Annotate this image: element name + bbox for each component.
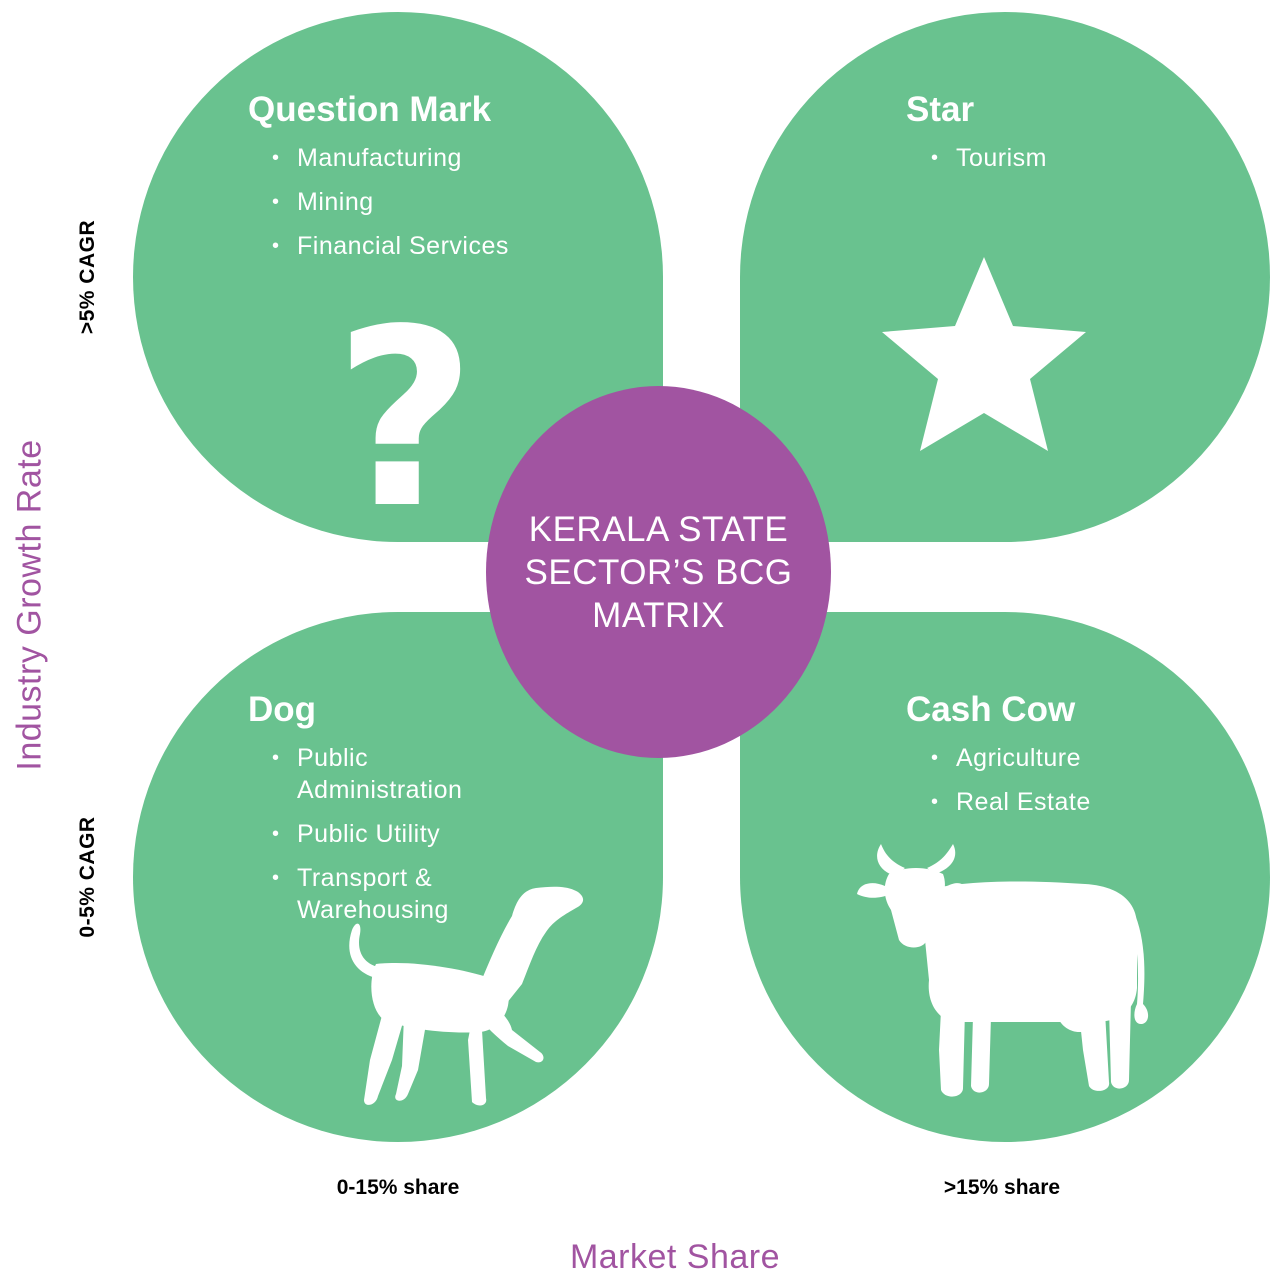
center-circle: KERALA STATE SECTOR’S BCG MATRIX [486, 386, 831, 758]
x-axis-title: Market Share [569, 1238, 781, 1276]
star-title: Star [906, 90, 975, 129]
svg-text:?: ? [334, 312, 476, 512]
star-icon [882, 257, 1086, 451]
star-quadrant [740, 12, 1270, 542]
star-list: Tourism [931, 142, 1047, 186]
cash-cow-quadrant [740, 612, 1270, 1142]
list-item: Mining [272, 186, 509, 218]
center-title: KERALA STATE SECTOR’S BCG MATRIX [524, 509, 793, 635]
list-item: Manufacturing [272, 142, 509, 174]
y-axis-low-label: 0-5% CAGR [76, 816, 99, 938]
dog-icon [349, 886, 584, 1106]
y-axis-high-label: >5% CAGR [76, 219, 99, 335]
list-item: Public Utility [272, 818, 512, 850]
y-axis-title: Industry Growth Rate [10, 439, 49, 771]
question-mark-title: Question Mark [248, 90, 492, 129]
dog-title: Dog [248, 690, 317, 729]
question-mark-list: Manufacturing Mining Financial Services [272, 142, 509, 274]
cow-icon [857, 844, 1149, 1097]
list-item: Agriculture [931, 742, 1091, 774]
cash-cow-list: Agriculture Real Estate [931, 742, 1091, 830]
list-item: Real Estate [931, 786, 1091, 818]
question-mark-icon: ? [334, 312, 476, 512]
x-axis-high-label: >15% share [943, 1176, 1061, 1199]
list-item: Tourism [931, 142, 1047, 174]
dog-list: Public Administration Public Utility Tra… [272, 742, 512, 938]
cash-cow-title: Cash Cow [906, 690, 1076, 729]
x-axis-low-label: 0-15% share [336, 1176, 460, 1199]
list-item: Transport & Warehousing [272, 862, 512, 926]
list-item: Financial Services [272, 230, 509, 262]
list-item: Public Administration [272, 742, 512, 806]
